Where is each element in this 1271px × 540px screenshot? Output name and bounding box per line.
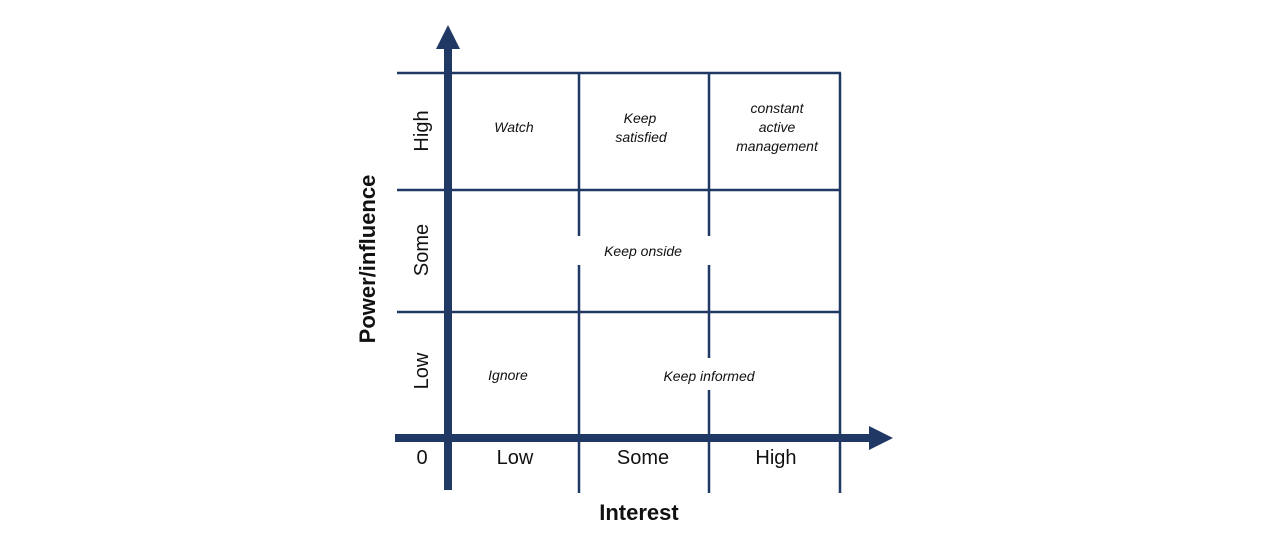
y-axis-arrow-icon: [436, 25, 460, 49]
grid-lines: [397, 71, 842, 493]
cell-management-line3: management: [736, 138, 819, 154]
x-tick-origin: 0: [416, 447, 427, 469]
cell-keep-informed: Keep informed: [663, 368, 755, 384]
cell-ignore: Ignore: [488, 367, 528, 383]
x-tick-some: Some: [617, 447, 669, 469]
cell-keep-satisfied-line1: Keep: [624, 110, 657, 126]
x-axis-title: Interest: [599, 500, 679, 525]
cell-keep-satisfied-line2: satisfied: [615, 129, 668, 145]
x-tick-low: Low: [497, 447, 534, 469]
y-axis: [436, 25, 460, 490]
cell-constant-line1: constant: [751, 100, 805, 116]
y-tick-low: Low: [411, 352, 433, 389]
cell-keep-onside: Keep onside: [604, 243, 682, 259]
x-axis-arrow-icon: [869, 426, 893, 450]
y-tick-some: Some: [411, 224, 433, 276]
x-axis-line: [395, 434, 875, 442]
x-tick-high: High: [755, 447, 796, 469]
y-tick-high: High: [411, 110, 433, 151]
y-axis-line: [444, 42, 452, 490]
cell-active-line2: active: [759, 119, 796, 135]
x-axis: [395, 426, 893, 450]
cell-watch: Watch: [494, 119, 534, 135]
y-axis-title: Power/influence: [355, 175, 380, 344]
